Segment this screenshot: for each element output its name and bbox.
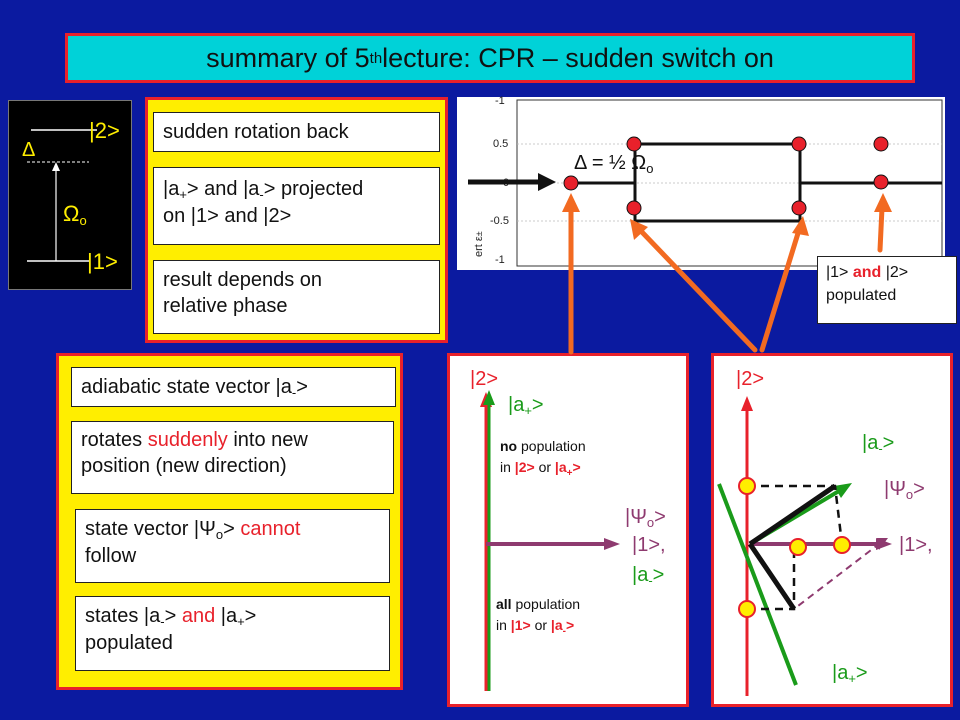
delta-annotation-text: Δ = ½ Ω xyxy=(574,152,647,174)
adiabatic-minus: - xyxy=(291,385,297,400)
projection-plus: + xyxy=(179,187,187,202)
adiabatic-text-b: > xyxy=(296,376,308,398)
note-all-a-minus: |a-> xyxy=(550,617,575,637)
projection-text-d: on |1> and |2> xyxy=(163,204,292,227)
delta-annotation-sub: o xyxy=(646,161,654,176)
left-note-no-population: no population in |2> or |a+> xyxy=(500,436,586,481)
projection-box: |a+> and |a-> projected on |1> and |2> xyxy=(153,167,440,245)
title-pre: summary of 5 xyxy=(206,42,370,73)
states-and: and xyxy=(181,605,216,627)
sudden-rotation-box: sudden rotation back xyxy=(153,112,440,152)
state-vector-box: state vector |Ψo> cannot follow xyxy=(75,509,390,583)
omega-symbol: Ω xyxy=(63,201,80,226)
plot-ylabel-text: ert ε xyxy=(473,236,485,257)
phase-line1: result depends on xyxy=(163,269,323,291)
plot-ylabel-sub: ± xyxy=(474,231,484,237)
tick-label-1: 0.5 xyxy=(493,138,509,150)
state-vector-line2: follow xyxy=(85,544,137,567)
phase-line2: relative phase xyxy=(163,294,288,317)
level-diagram: |2> |1> Δ Ωo xyxy=(8,100,132,290)
callout-and: and xyxy=(852,264,882,281)
right-a-minus-label: |a-> xyxy=(862,432,895,456)
energy-plot-svg xyxy=(516,99,943,267)
note-no: no xyxy=(500,438,518,454)
sudden-rotation-text: sudden rotation back xyxy=(163,121,349,143)
states-plus: + xyxy=(237,614,245,629)
note-all-or: or xyxy=(530,617,551,633)
tick-label-3: -0.5 xyxy=(490,215,509,227)
adiabatic-text-a: adiabatic state vector |a xyxy=(81,376,292,398)
left-vector-diagram: |2> |a+> no population in |2> or |a+> |Ψ… xyxy=(447,353,689,707)
rotates-text-a: rotates xyxy=(81,429,148,451)
note-all-1: |1> xyxy=(510,617,531,633)
omega-sub: o xyxy=(79,213,87,228)
state-vector-cannot: cannot xyxy=(240,518,301,540)
title-post: lecture: CPR – sudden switch on xyxy=(382,42,774,73)
tick-label-4: -1 xyxy=(495,254,505,266)
delta-annotation: Δ = ½ Ωo xyxy=(574,152,653,176)
level-upper-label: |2> xyxy=(89,118,120,143)
rotates-suddenly: suddenly xyxy=(147,429,228,451)
callout-line2: populated xyxy=(826,287,897,305)
state-vector-text-a: state vector |Ψ xyxy=(85,518,216,540)
populated-callout: |1> and |2> populated xyxy=(817,256,957,324)
projection-text-c: > projected xyxy=(263,178,364,200)
note-no-2: |2> xyxy=(514,459,535,475)
states-text-c: |a xyxy=(215,605,238,627)
right-one-label: |1>, xyxy=(899,534,933,556)
delta-label: Δ xyxy=(22,139,36,161)
note-no-or: or xyxy=(534,459,555,475)
rotates-line2: position (new direction) xyxy=(81,454,287,477)
right-psi-label: |Ψo> xyxy=(884,478,925,502)
callout-text-a: |1> xyxy=(826,264,853,281)
left-a-plus-label: |a+> xyxy=(508,394,544,418)
energy-plot: -1 0.5 0 -0.5 -1 ert ε± Δ = ½ Ωo xyxy=(457,95,945,270)
projection-text-b: > and |a xyxy=(186,178,260,200)
left-vector-svg xyxy=(480,390,620,691)
state-vector-sub: o xyxy=(215,527,224,542)
tick-label-2: 0 xyxy=(503,177,510,189)
right-vector-diagram: |2> |a-> |Ψo> |1>, |a+> xyxy=(711,353,953,707)
adiabatic-vector-box: adiabatic state vector |a-> xyxy=(71,367,396,407)
left-axis-2-label: |2> xyxy=(470,368,498,390)
callout-text-b: |2> xyxy=(881,264,909,281)
omega-label: Ωo xyxy=(63,201,87,228)
rotates-box: rotates suddenly into new position (new … xyxy=(71,421,394,494)
title-sup: th xyxy=(369,49,383,67)
left-a-minus-label: |a-> xyxy=(632,564,665,588)
left-note-all-population: all population in |1> or |a-> xyxy=(496,594,580,639)
states-populated-box: states |a-> and |a+> populated xyxy=(75,596,390,671)
plot-ylabel: ert ε± xyxy=(473,197,485,257)
note-no-in: in xyxy=(500,459,515,475)
left-psi-label: |Ψo> xyxy=(625,506,666,530)
projection-minus: - xyxy=(259,187,264,202)
right-vector-svg xyxy=(717,396,892,696)
right-axis-2-label: |2> xyxy=(736,368,764,390)
note-all-text: population xyxy=(511,596,581,612)
note-no-text: population xyxy=(517,438,586,454)
note-no-a-plus: |a+> xyxy=(554,459,581,479)
state-vector-text-b: > xyxy=(223,518,241,540)
right-a-plus-label: |a+> xyxy=(832,662,868,686)
states-line2: populated xyxy=(85,631,173,654)
note-all: all xyxy=(496,596,512,612)
states-text-a: states |a xyxy=(85,605,161,627)
projection-text-a: |a xyxy=(163,178,180,200)
note-all-in: in xyxy=(496,617,511,633)
level-lower-label: |1> xyxy=(87,249,118,274)
states-minus: - xyxy=(160,614,165,629)
rotates-text-b: into new xyxy=(227,429,308,451)
relative-phase-box: result depends on relative phase xyxy=(153,260,440,334)
tick-label-0: -1 xyxy=(495,95,505,107)
left-one-label: |1>, xyxy=(632,534,666,556)
states-text-d: > xyxy=(244,605,257,627)
states-text-b: > xyxy=(164,605,182,627)
level-diagram-svg xyxy=(27,129,97,262)
